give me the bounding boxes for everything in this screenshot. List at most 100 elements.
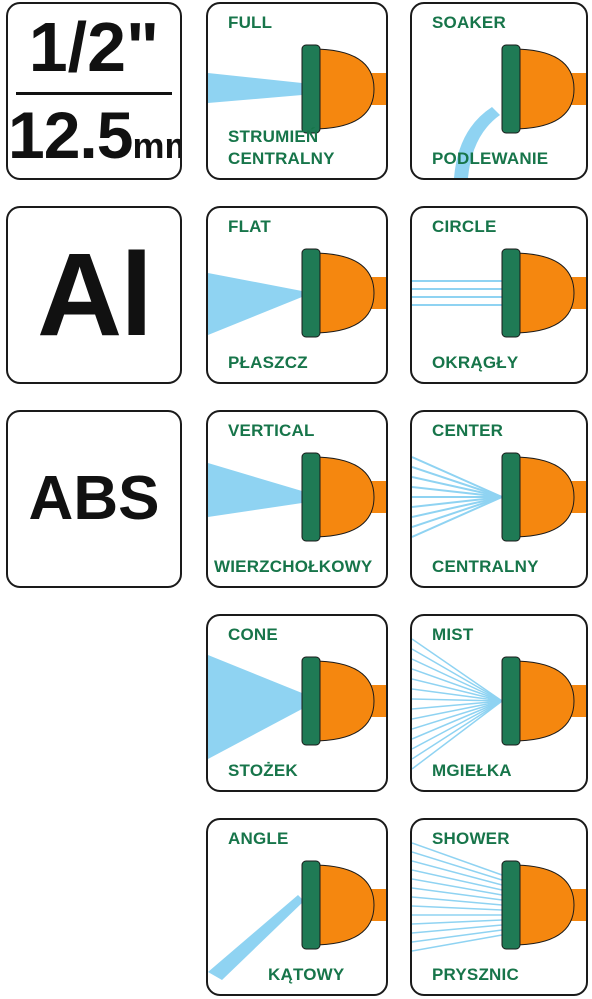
divider-line	[16, 92, 172, 95]
mode-tile-mist: MIST MGIEŁKA	[410, 614, 588, 792]
spray-line	[412, 869, 503, 891]
mode-label-en: FULL	[228, 13, 273, 32]
spray-line	[412, 700, 503, 770]
mode-label-en: FLAT	[228, 217, 271, 236]
nozzle-face	[501, 452, 521, 542]
mode-label-en: CENTER	[432, 421, 504, 440]
spray-mist-icon	[412, 638, 586, 770]
mode-label-en: MIST	[432, 625, 474, 644]
mode-tile-shower: SHOWER PRYSZNIC	[410, 818, 588, 996]
nozzle-face	[301, 452, 321, 542]
spray-line	[412, 851, 503, 881]
nozzle-face	[501, 248, 521, 338]
spray-line	[412, 496, 503, 538]
mode-label-pl: OKRĄGŁY	[432, 353, 519, 372]
spray-line	[412, 668, 503, 702]
spray-line	[412, 896, 503, 906]
mode-label-en: SOAKER	[432, 13, 506, 32]
material-al-text: Al	[37, 229, 153, 361]
mode-tile-flat: FLAT PŁASZCZ	[206, 206, 388, 384]
spray-line	[412, 919, 503, 925]
mode-label-en: ANGLE	[228, 829, 289, 848]
spray-stream	[454, 107, 500, 178]
nozzle-dome	[511, 660, 575, 742]
spray-line	[412, 496, 503, 518]
mode-label-pl-line1: STRUMIEŃ	[228, 127, 319, 146]
spray-vertical-icon	[208, 452, 386, 542]
spray-line	[412, 929, 503, 943]
nozzle-face	[301, 248, 321, 338]
spray-line	[412, 486, 503, 498]
spray-stream	[208, 463, 302, 517]
nozzle-dome	[311, 456, 375, 538]
spray-line	[412, 842, 503, 876]
nozzle-dome	[311, 252, 375, 334]
spray-shower-icon	[412, 842, 586, 952]
mode-label-pl: WIERZCHOŁKOWY	[214, 557, 373, 576]
mode-label-pl: MGIEŁKA	[432, 761, 512, 780]
spray-line	[412, 860, 503, 886]
mode-label-pl-line2: CENTRALNY	[228, 149, 335, 168]
material-abs-text: ABS	[28, 464, 160, 533]
spray-flat-icon	[208, 248, 386, 338]
spray-line	[412, 905, 503, 911]
nozzle-face	[301, 44, 321, 134]
spray-line	[412, 688, 503, 702]
spray-line	[412, 638, 503, 702]
mode-label-en: SHOWER	[432, 829, 510, 848]
nozzle-face	[501, 656, 521, 746]
spray-stream	[208, 895, 304, 980]
mode-tile-cone: CONE STOŻEK	[206, 614, 388, 792]
spray-cone-icon	[208, 655, 386, 759]
spray-line	[412, 698, 503, 702]
spray-line	[412, 700, 503, 740]
mode-label-en: CONE	[228, 625, 278, 644]
mode-tile-center: CENTER CENTRALNY	[410, 410, 588, 588]
spray-stream	[208, 73, 302, 103]
mode-label-pl: STRUMIEŃ CENTRALNY	[228, 126, 335, 170]
mode-tile-angle: ANGLE KĄTOWY	[206, 818, 388, 996]
spray-line	[412, 700, 503, 710]
mode-tile-full: FULL STRUMIEŃ CENTRALNY	[206, 2, 388, 180]
spray-line	[412, 934, 503, 952]
spray-line	[412, 700, 503, 720]
mode-label-pl: PODLEWANIE	[432, 149, 549, 168]
material-abs-tile: ABS	[6, 410, 182, 588]
spray-full-icon	[208, 44, 386, 134]
material-al-tile: Al	[6, 206, 182, 384]
size-mm-unit: mm	[132, 125, 180, 166]
size-mm-text: 12.5mm	[8, 98, 180, 178]
spray-line	[412, 496, 503, 528]
mode-label-pl: CENTRALNY	[432, 557, 539, 576]
nozzle-dome	[511, 864, 575, 946]
spray-line	[412, 878, 503, 896]
spray-line	[412, 924, 503, 934]
spray-line	[412, 456, 503, 498]
size-inch-text: 1/2"	[28, 8, 160, 86]
nozzle-dome	[511, 456, 575, 538]
spray-angle-icon	[208, 860, 386, 980]
spray-soaker-icon	[454, 44, 586, 178]
spray-line	[412, 887, 503, 901]
mode-label-pl: KĄTOWY	[268, 965, 345, 984]
nozzle-face	[501, 860, 521, 950]
spray-line	[412, 648, 503, 702]
mode-label-pl: PRYSZNIC	[432, 965, 519, 984]
spray-line	[412, 466, 503, 498]
nozzle-face	[301, 860, 321, 950]
nozzle-face	[301, 656, 321, 746]
nozzle-dome	[511, 252, 575, 334]
spray-line	[412, 700, 503, 760]
mode-label-pl: PŁASZCZ	[228, 353, 308, 372]
size-spec-tile: 1/2" 12.5mm	[6, 2, 182, 180]
mode-label-en: VERTICAL	[228, 421, 315, 440]
nozzle-dome	[511, 48, 575, 130]
nozzle-dome	[311, 864, 375, 946]
spray-line	[412, 700, 503, 750]
spray-line	[412, 496, 503, 508]
nozzle-face	[501, 44, 521, 134]
spray-line	[412, 700, 503, 730]
size-mm-value: 12.5	[8, 98, 133, 172]
mode-tile-soaker: SOAKER PODLEWANIE	[410, 2, 588, 180]
spray-stream	[208, 273, 302, 335]
